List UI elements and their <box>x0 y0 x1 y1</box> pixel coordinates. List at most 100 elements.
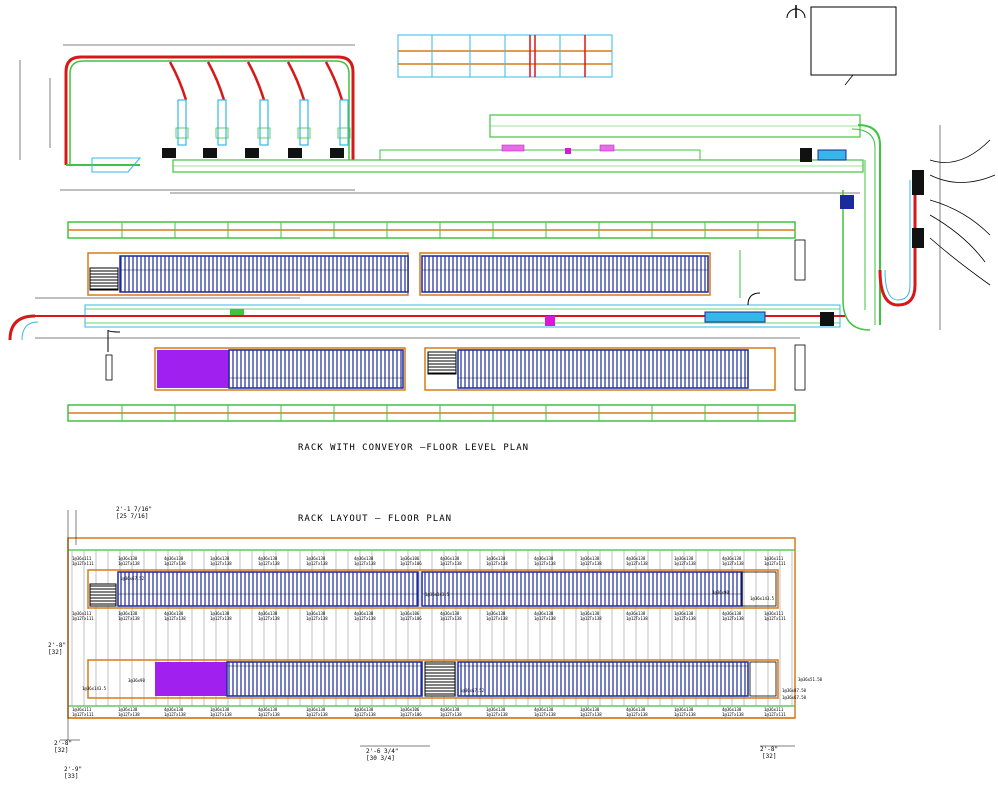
rack-label-b: 1@12Tx138 <box>722 712 744 717</box>
rack-label-b: 1@12Tx138 <box>534 561 556 566</box>
rack-label-b: 1@12Tx138 <box>210 561 232 566</box>
dim-bottom-left-b: [32] <box>54 747 68 754</box>
rack-label-a: 1@36x138 <box>674 556 694 561</box>
dim-bottom-right-b: [32] <box>762 753 776 760</box>
rack-label-a: 4@36x138 <box>626 707 646 712</box>
conveyor-right-curves <box>800 124 996 331</box>
rack-label-b: 1@12Tx138 <box>626 561 648 566</box>
rack-label-a: 4@36x138 <box>258 707 278 712</box>
rack-label-b: 1@12Tx138 <box>580 616 602 621</box>
rack-label-b: 1@12Tx138 <box>440 616 462 621</box>
rack-label-a: 4@36x138 <box>354 611 374 616</box>
dim-left-mid-a: 2'-8" <box>48 642 66 649</box>
rack-label-b: 1@12Tx138 <box>674 561 696 566</box>
rack-label-b: 1@12Tx138 <box>118 561 140 566</box>
rack-label-a: 4@36x138 <box>164 556 184 561</box>
rack-label-a: 4@36x138 <box>626 611 646 616</box>
rack-label-b: 1@12Tx138 <box>674 616 696 621</box>
rack-label-a: 1@36x106 <box>400 556 420 561</box>
rack-label-b: 1@12Tx138 <box>354 712 376 717</box>
rack-label-b: 1@12Tx138 <box>354 561 376 566</box>
rack-layout-floor-plan <box>60 510 796 747</box>
note-5: 1@36x87.50 <box>782 688 807 693</box>
rack-labels-top-row: 1@36x1111@12Tx1111@36x1381@12Tx1384@36x1… <box>72 556 786 566</box>
note-6: 1@36x67.50 <box>782 695 807 700</box>
rack-label-a: 1@36x138 <box>306 556 326 561</box>
rack-label-a: 4@36x138 <box>626 556 646 561</box>
rack-label-a: 4@36x138 <box>164 611 184 616</box>
dim-bottom-left-c: 2'-9" <box>64 766 82 773</box>
rack-label-b: 1@12Tx106 <box>400 712 422 717</box>
rack-label-a: 1@36x138 <box>210 556 230 561</box>
dim-bottom-left-d: [33] <box>64 773 78 780</box>
rack-label-b: 1@12Tx138 <box>534 712 556 717</box>
rack-label-b: 1@12Tx138 <box>164 561 186 566</box>
rack-label-b: 1@12Tx138 <box>258 616 280 621</box>
rack-label-a: 4@36x138 <box>440 707 460 712</box>
dim-top-left-b: [25 7/16] <box>116 513 149 520</box>
rack-label-b: 1@12Tx138 <box>722 561 744 566</box>
rack-label-a: 1@36x138 <box>210 707 230 712</box>
rack-label-b: 1@12Tx138 <box>440 561 462 566</box>
rack-label-b: 1@12Tx111 <box>72 616 94 621</box>
rack-label-b: 1@12Tx138 <box>722 616 744 621</box>
note-1b: 1@36x67.52 <box>460 688 485 693</box>
rack-label-b: 1@12Tx138 <box>486 712 508 717</box>
rack-label-a: 1@36x138 <box>306 611 326 616</box>
note-2: 1@36x143.5 <box>425 592 450 597</box>
dim-bottom-left-a: 2'-8" <box>54 740 72 747</box>
rack-label-a: 4@36x138 <box>354 556 374 561</box>
rack-label-a: 4@36x138 <box>258 556 278 561</box>
rack-label-a: 4@36x138 <box>164 707 184 712</box>
rack-label-a: 1@36x138 <box>210 611 230 616</box>
rack-label-b: 1@12Tx111 <box>72 712 94 717</box>
rack-label-b: 1@12Tx138 <box>118 712 140 717</box>
note-3: 3@36x90 <box>712 590 729 595</box>
note-4: 3@36x51.50 <box>798 677 823 682</box>
conveyor-loop-top-left <box>19 44 355 191</box>
rack-label-a: 1@36x106 <box>400 707 420 712</box>
rack-label-a: 4@36x138 <box>722 611 742 616</box>
note-2b: 1@36x143.5 <box>750 596 775 601</box>
rack-row-upper <box>67 221 796 298</box>
rack-notes: 1@36x67.52 1@36x143.5 3@36x90 1@36x143.5… <box>82 576 823 700</box>
rack-label-a: 4@36x138 <box>534 707 554 712</box>
rack-label-b: 1@12Tx111 <box>764 616 786 621</box>
rack-label-a: 1@36x138 <box>486 556 506 561</box>
rack-label-a: 1@36x111 <box>764 611 784 616</box>
note-2c: 1@36x143.5 <box>82 686 107 691</box>
rack-label-a: 1@36x111 <box>72 611 92 616</box>
rack-label-a: 1@36x138 <box>674 611 694 616</box>
rack-label-a: 1@36x138 <box>118 556 138 561</box>
dim-bottom-center-b: [30 3/4] <box>366 755 395 762</box>
rack-label-b: 1@12Tx138 <box>626 712 648 717</box>
rack-label-a: 1@36x138 <box>580 707 600 712</box>
rack-label-a: 4@36x138 <box>440 556 460 561</box>
rack-label-a: 1@36x138 <box>306 707 326 712</box>
rack-label-a: 1@36x138 <box>486 611 506 616</box>
rack-label-b: 1@12Tx138 <box>210 712 232 717</box>
rack-label-b: 1@12Tx106 <box>400 561 422 566</box>
conveyor-main-upper <box>170 114 864 194</box>
rack-label-b: 1@12Tx138 <box>674 712 696 717</box>
rack-label-a: 4@36x138 <box>354 707 374 712</box>
note-3b: 3@36x90 <box>128 678 145 683</box>
rack-label-b: 1@12Tx138 <box>164 712 186 717</box>
rack-row-lower <box>67 347 796 422</box>
rack-label-b: 1@12Tx111 <box>764 561 786 566</box>
rack-label-b: 1@12Tx138 <box>258 561 280 566</box>
rack-label-a: 1@36x106 <box>400 611 420 616</box>
rack-label-a: 1@36x138 <box>486 707 506 712</box>
rack-label-b: 1@12Tx138 <box>580 561 602 566</box>
rack-label-b: 1@12Tx138 <box>164 616 186 621</box>
rack-label-b: 1@12Tx138 <box>580 712 602 717</box>
rack-label-b: 1@12Tx138 <box>210 616 232 621</box>
rack-label-b: 1@12Tx138 <box>306 616 328 621</box>
rack-label-a: 4@36x138 <box>534 611 554 616</box>
rack-label-a: 4@36x138 <box>534 556 554 561</box>
rack-label-b: 1@12Tx138 <box>354 616 376 621</box>
dim-left-mid-b: [32] <box>48 649 62 656</box>
rack-label-a: 1@36x138 <box>118 707 138 712</box>
dim-bottom-right-a: 2'-8" <box>760 746 778 753</box>
note-1: 1@36x67.52 <box>120 576 145 581</box>
